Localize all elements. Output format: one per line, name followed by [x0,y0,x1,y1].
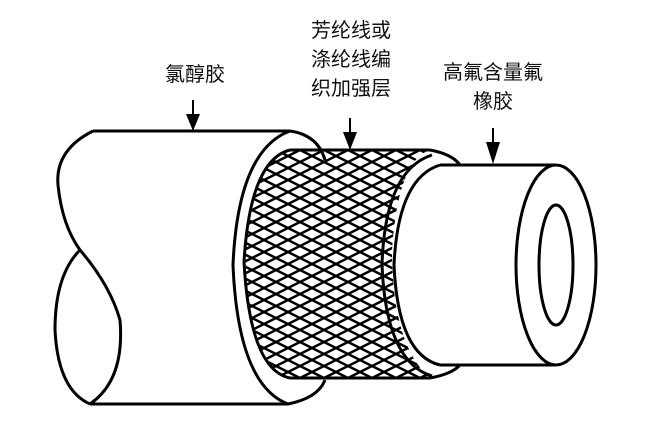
arrow-braid [343,118,357,150]
label-line: 织加强层 [311,76,391,100]
label-line: 高氟含量氟 [443,60,543,84]
label-outer-layer: 氯醇胶 [150,60,240,89]
label-braid-layer: 芳纶线或 涤纶线编 织加强层 [290,16,412,103]
label-inner-layer: 高氟含量氟 橡胶 [433,58,553,116]
arrow-outer [186,100,200,131]
label-line: 涤纶线编 [311,47,391,71]
braid-layer [242,148,430,380]
arrow-inner [486,128,500,164]
label-line: 芳纶线或 [311,18,391,42]
label-line: 橡胶 [473,89,513,113]
label-line: 氯醇胶 [165,62,225,86]
inner-layer [380,148,598,380]
outer-layer [53,129,327,406]
